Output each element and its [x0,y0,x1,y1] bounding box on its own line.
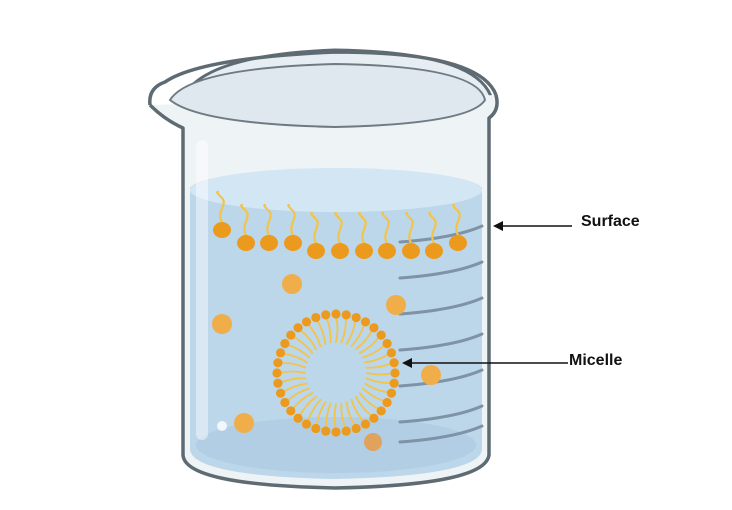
micelle-head [293,413,303,423]
micelle-head [301,419,312,429]
surface-monolayer [213,190,467,259]
free-surfactant-head [386,295,406,315]
water-bottom [196,417,476,473]
surfactant-tail [263,203,272,237]
micelle-head [273,358,283,368]
surfactant-molecule-icon [307,243,325,259]
surfactant-tail [428,211,437,245]
surfactant-molecule-icon [378,243,396,259]
free-surfactant-head [212,314,232,334]
micelle-label: Micelle [569,352,623,369]
micelle-head [311,423,321,434]
free-surfactant-head [234,413,254,433]
surfactant-tail [452,203,461,237]
glass-highlight-dot [217,421,227,431]
micelle-head [331,427,341,437]
micelle-head [272,368,282,378]
surfactant-tail [405,211,414,245]
surfactant-molecule-icon [284,235,302,251]
micelle-head [360,419,371,429]
micelle-head [321,310,331,320]
micelle-head [390,368,400,378]
free-surfactant-head [282,274,302,294]
surfactant-tail [381,211,390,245]
micelle-head [351,423,361,434]
micelle-head [386,348,397,358]
beaker-inner-rim [168,62,487,129]
free-surfactants [212,274,441,451]
surfactant-tail [240,203,249,237]
micelle-head [376,330,386,340]
surfactant-molecule-icon [425,243,443,259]
surfactant-tail [310,211,319,245]
micelle-head [386,388,397,398]
micelle-head [369,413,379,423]
micelle-head [341,310,351,320]
micelle-head [273,378,283,388]
micelle-head [376,406,386,416]
micelle-head [275,388,286,398]
micelle-head [321,426,331,436]
surfactant-tail [334,211,343,245]
micelle-head [293,323,303,333]
micelle-head [369,323,379,333]
surfactant-tail [287,203,296,237]
beaker-spout [148,50,498,106]
graduation-mark-3 [398,296,484,316]
surfactant-molecule-icon [213,222,231,238]
micelle-head [382,338,392,349]
micelle-head [280,397,290,408]
micelle-head [275,348,286,358]
graduation-mark-5 [398,368,484,388]
micelle-head [286,406,296,416]
surfactant-tail [358,211,367,245]
micelle-head [341,426,351,436]
surfactant-molecule-icon [355,243,373,259]
micelle-head [286,330,296,340]
micelle-head [301,317,312,327]
graduation-mark-2 [398,260,484,280]
micelle-head [389,358,399,368]
water-surface [190,168,482,212]
micelle-head [360,317,371,327]
free-surfactant-head [364,433,382,451]
surface-arrow-head [493,221,503,231]
surfactant-tail [216,190,225,224]
graduation-mark-4 [398,332,484,352]
micelle-head [311,312,321,323]
graduation-mark-6 [398,404,484,424]
surfactant-molecule-icon [331,243,349,259]
surface-label: Surface [581,213,640,230]
surfactant-molecule-icon [402,243,420,259]
graduation-mark-7 [398,424,484,444]
micelle-head [331,309,341,319]
beaker-icon [148,48,499,490]
micelle-head [280,338,290,349]
micelle-icon [272,309,400,437]
free-surfactant-head [421,365,441,385]
micelle-head [389,378,399,388]
micelle-head [351,312,361,323]
surfactant-molecule-icon [260,235,278,251]
surfactant-molecule-icon [237,235,255,251]
arrow-left-icon [402,221,572,368]
micelle-arrow-head [402,358,412,368]
micelle-head [382,397,392,408]
glass-highlight [196,140,208,440]
surfactant-molecule-icon [449,235,467,251]
